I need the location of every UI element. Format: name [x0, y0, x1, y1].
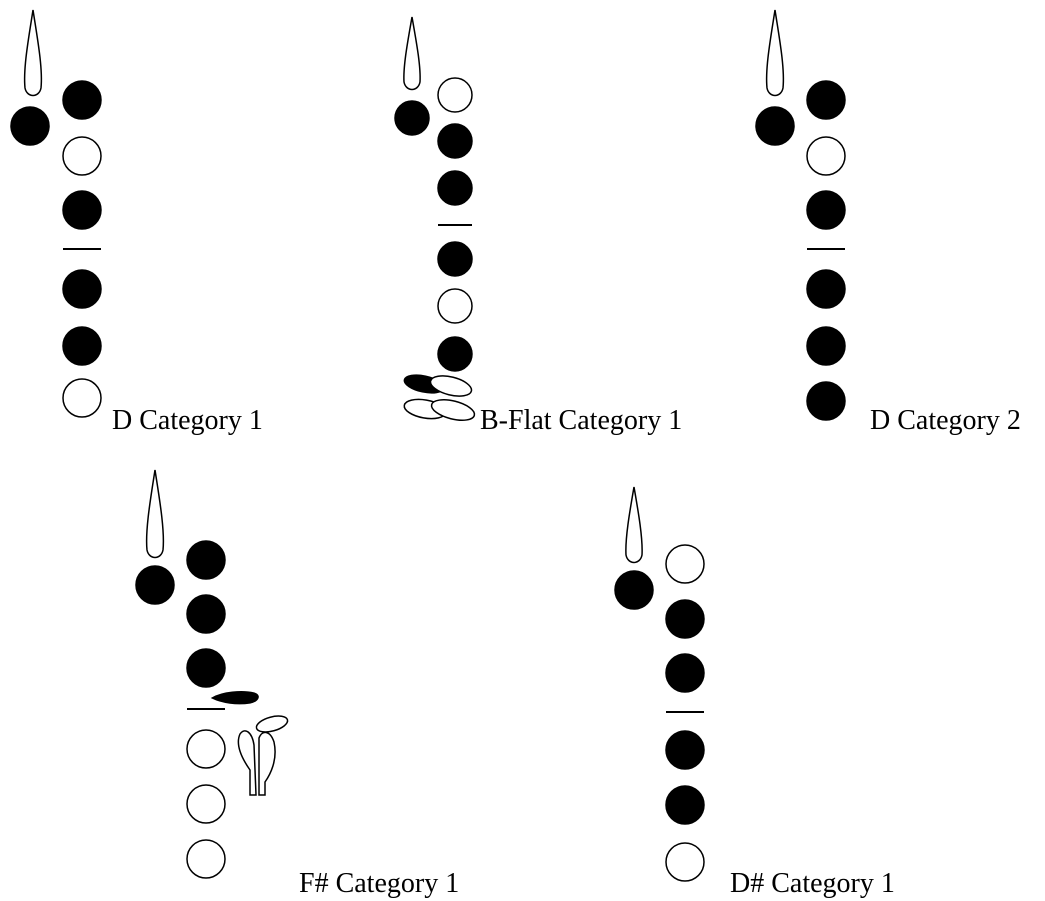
reed-icon	[403, 16, 421, 91]
hole-2	[186, 594, 226, 634]
hole-1	[62, 80, 102, 120]
reed-icon	[765, 9, 785, 97]
hole-5	[437, 288, 473, 324]
diagram-d-sharp-category-1: D# Category 1	[614, 486, 895, 899]
hole-6	[437, 336, 473, 372]
hole-6	[186, 839, 226, 879]
pinky-key-4	[430, 399, 476, 421]
side-key-left	[237, 730, 257, 796]
diagram-label: D Category 2	[870, 405, 1021, 436]
hole-4	[806, 269, 846, 309]
hole-2	[665, 599, 705, 639]
hole-4	[437, 241, 473, 277]
octave-key	[135, 565, 175, 605]
hole-2	[437, 123, 473, 159]
hole-3	[806, 190, 846, 230]
octave-key	[755, 106, 795, 146]
diagram-f-sharp-category-1: F# Category 1	[135, 469, 459, 899]
pinky-key-2	[429, 375, 473, 397]
reed-icon	[23, 9, 43, 97]
hole-4	[665, 730, 705, 770]
hole-5	[665, 785, 705, 825]
octave-key	[614, 570, 654, 610]
side-key-right	[258, 731, 276, 796]
hole-6	[806, 381, 846, 421]
reed-icon	[145, 469, 165, 559]
hole-1	[437, 77, 473, 113]
diagram-d-category-2: D Category 2	[755, 9, 1021, 436]
hole-6	[665, 842, 705, 882]
low-pinky-keys-icon	[403, 374, 476, 421]
hole-3	[437, 170, 473, 206]
hole-5	[806, 326, 846, 366]
hole-1	[806, 80, 846, 120]
hole-1	[186, 540, 226, 580]
hole-5	[62, 326, 102, 366]
diagram-b-flat-category-1: B-Flat Category 1	[394, 16, 682, 436]
side-key-upper	[255, 715, 289, 733]
hole-4	[62, 269, 102, 309]
hole-5	[186, 784, 226, 824]
side-keys-icon	[237, 715, 289, 796]
diagram-label: D# Category 1	[730, 868, 895, 899]
hole-6	[62, 378, 102, 418]
octave-key	[10, 106, 50, 146]
side-key-icon	[210, 691, 259, 705]
diagram-label: B-Flat Category 1	[480, 405, 682, 436]
hole-2	[62, 136, 102, 176]
octave-key	[394, 100, 430, 136]
hole-1	[665, 544, 705, 584]
hole-3	[665, 653, 705, 693]
hole-3	[186, 648, 226, 688]
diagram-label: F# Category 1	[299, 868, 459, 899]
diagram-d-category-1: D Category 1	[10, 9, 263, 436]
hole-4	[186, 729, 226, 769]
hole-3	[62, 190, 102, 230]
reed-icon	[625, 486, 643, 564]
hole-2	[806, 136, 846, 176]
diagram-label: D Category 1	[112, 405, 263, 436]
